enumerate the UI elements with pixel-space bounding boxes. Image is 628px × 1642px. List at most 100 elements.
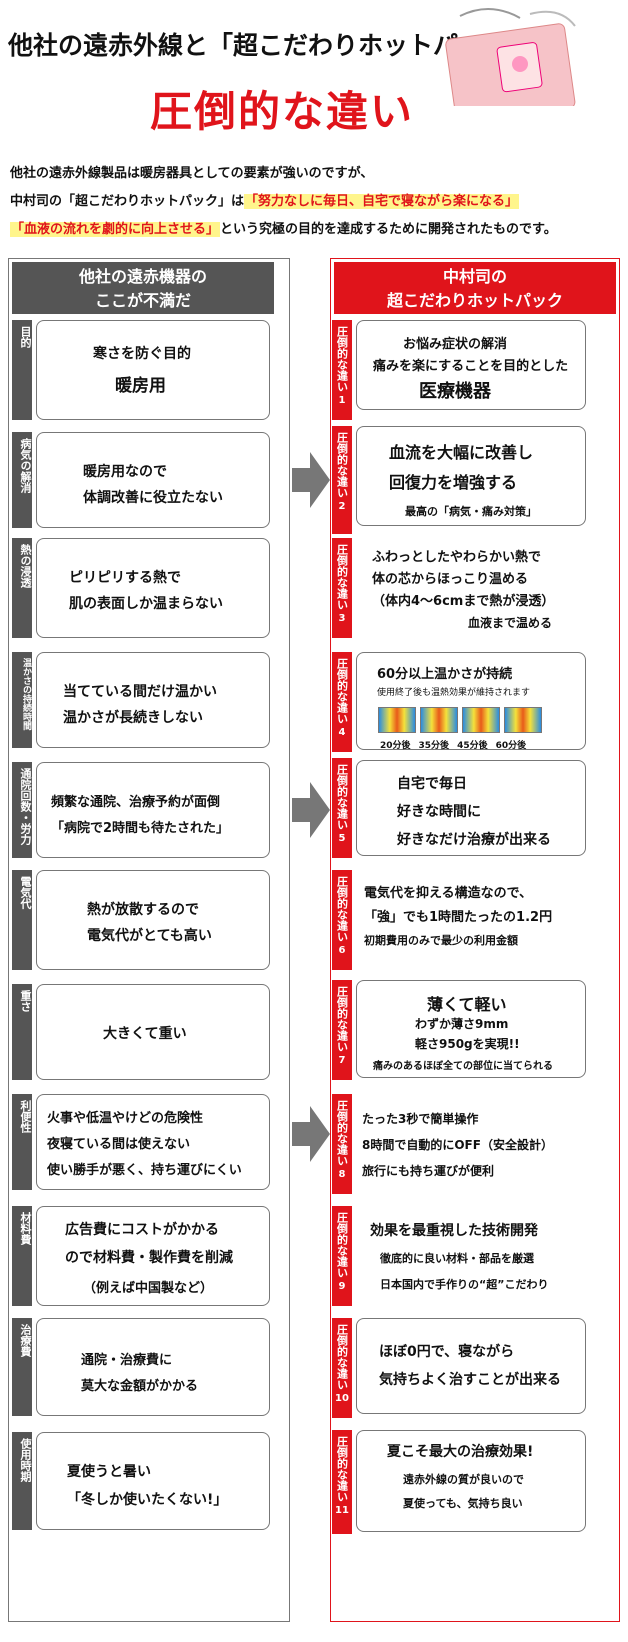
- difference-label-3: 圧倒的な違い 3: [332, 538, 352, 638]
- competitor-text: 「病院で2時間も待たされた」: [51, 821, 230, 836]
- difference-number: 3: [338, 613, 346, 624]
- difference-number: 7: [338, 1055, 346, 1066]
- hot-pack-product-image: [445, 7, 576, 106]
- hotpack-text: 電気代を抑える構造なので、: [364, 886, 533, 901]
- hotpack-header: 中村司の 超こだわりホットパック: [334, 262, 616, 314]
- intro-highlight-1: 「努力なしに毎日、自宅で寝ながら楽になる」: [244, 194, 520, 209]
- competitor-text: 頻繁な通院、治療予約が面倒: [51, 795, 221, 810]
- hotpack-text: 血液まで温める: [468, 616, 553, 630]
- difference-number: 2: [338, 501, 346, 512]
- hotpack-box-4: 60分以上温かさが持続 使用終了後も温熱効果が維持されます: [356, 652, 586, 750]
- competitor-text: 広告費にコストがかかる: [65, 1222, 219, 1238]
- thermograph-labels: 20分後 35分後 45分後 60分後: [380, 738, 526, 751]
- difference-label-text: 圧倒的な違い: [335, 326, 349, 392]
- competitor-text: 温かさが長続きしない: [63, 710, 203, 726]
- hotpack-text: 自宅で毎日: [397, 776, 467, 792]
- hotpack-text: お悩み症状の解消: [403, 337, 508, 352]
- hotpack-text: 薄くて軽い: [427, 995, 507, 1014]
- competitor-header: 他社の遠赤機器の ここが不満だ: [12, 262, 274, 314]
- competitor-text: 「冬しか使いたくない!」: [67, 1492, 228, 1508]
- competitor-header-line2: ここが不満だ: [94, 291, 191, 310]
- hotpack-text: 医療機器: [419, 381, 491, 402]
- difference-number: 4: [338, 727, 346, 738]
- hotpack-text: ふわっとしたやわらかい熱で: [372, 550, 542, 565]
- competitor-text: 大きくて重い: [103, 1026, 187, 1042]
- thermograph-strip: [378, 707, 542, 733]
- difference-label-text: 圧倒的な違い: [335, 764, 349, 830]
- hotpack-text: 痛みのあるほぼ全ての部位に当てられる: [373, 1061, 553, 1072]
- hotpack-text: わずか薄さ9mm: [415, 1017, 509, 1031]
- thermograph-image: [462, 707, 500, 733]
- competitor-text: 体調改善に役立たない: [83, 490, 223, 506]
- difference-label-text: 圧倒的な違い: [335, 544, 349, 610]
- row-label-disease: 病気の解消: [12, 432, 32, 528]
- difference-label-text: 圧倒的な違い: [335, 1436, 349, 1502]
- competitor-box-5: 頻繁な通院、治療予約が面倒 「病院で2時間も待たされた」: [36, 762, 270, 858]
- hotpack-text: 使用終了後も温熱効果が維持されます: [377, 688, 531, 698]
- intro-text: 他社の遠赤外線製品は暖房器具としての要素が強いのですが、 中村司の「超こだわりホ…: [10, 160, 557, 244]
- hotpack-text: 回復力を増強する: [389, 473, 518, 492]
- hotpack-text: （体内4〜6cmまで熱が浸透）: [372, 594, 555, 609]
- hotpack-box-10: ほぼ0円で、寝ながら 気持ちよく治すことが出来る: [356, 1318, 586, 1414]
- competitor-text: 夜寝ている間は使えない: [47, 1137, 191, 1152]
- row-label-treatment-cost: 治療費: [12, 1318, 32, 1416]
- hotpack-text: 夏使っても、気持ち良い: [403, 1497, 523, 1510]
- arrow-right-icon: [292, 782, 330, 838]
- hotpack-box-1: お悩み症状の解消 痛みを楽にすることを目的とした 医療機器: [356, 320, 586, 410]
- row-label-usage-season: 使用時期: [12, 1432, 32, 1530]
- competitor-box-7: 大きくて重い: [36, 984, 270, 1080]
- competitor-text: 莫大な金額がかかる: [81, 1379, 199, 1394]
- difference-label-text: 圧倒的な違い: [335, 1100, 349, 1166]
- competitor-text: ので材料費・製作費を削減: [65, 1250, 233, 1266]
- row-label-heat-penetration: 熱の浸透: [12, 538, 32, 638]
- competitor-text: 使い勝手が悪く、持ち運びにくい: [47, 1163, 242, 1178]
- row-label-convenience: 利便性: [12, 1094, 32, 1190]
- hotpack-text: 日本国内で手作りの“超”こだわり: [380, 1278, 549, 1291]
- competitor-box-10: 通院・治療費に 莫大な金額がかかる: [36, 1318, 270, 1416]
- difference-number: 8: [338, 1169, 346, 1180]
- competitor-text: 暖房用なので: [83, 464, 167, 480]
- row-label-electricity: 電気代: [12, 870, 32, 970]
- hotpack-text: 体の芯からほっこり温める: [372, 572, 529, 587]
- difference-label-text: 圧倒的な違い: [335, 1212, 349, 1278]
- competitor-text: ピリピリする熱で: [69, 570, 181, 586]
- hotpack-text: ほぼ0円で、寝ながら: [379, 1344, 515, 1360]
- hotpack-box-11: 夏こそ最大の治療効果! 遠赤外線の質が良いので 夏使っても、気持ち良い: [356, 1430, 586, 1532]
- difference-number: 1: [338, 395, 346, 406]
- hotpack-text: 好きなだけ治療が出来る: [397, 832, 551, 848]
- thermograph-label: 20分後: [380, 741, 411, 751]
- hotpack-text: 徹底的に良い材料・部品を厳選: [380, 1252, 534, 1265]
- hotpack-header-line2: 超こだわりホットパック: [386, 291, 563, 310]
- competitor-text: 当てている間だけ温かい: [63, 684, 217, 700]
- hotpack-text: たった3秒で簡単操作: [362, 1112, 479, 1126]
- competitor-text: 火事や低温やけどの危険性: [47, 1111, 204, 1126]
- competitor-text: 熱が放散するので: [87, 902, 199, 918]
- hotpack-text: 血流を大幅に改善し: [389, 443, 534, 462]
- thermograph-image: [378, 707, 416, 733]
- competitor-box-2: 暖房用なので 体調改善に役立たない: [36, 432, 270, 528]
- competitor-box-8: 火事や低温やけどの危険性 夜寝ている間は使えない 使い勝手が悪く、持ち運びにくい: [36, 1094, 270, 1190]
- competitor-text: 電気代がとても高い: [87, 928, 212, 944]
- intro-line-2-text: 中村司の「超こだわりホットパック」は: [10, 194, 245, 209]
- hotpack-text: 痛みを楽にすることを目的とした: [373, 359, 569, 374]
- intro-line-3-text: という究極の目的を達成するために開発されたものです。: [220, 222, 557, 237]
- difference-label-text: 圧倒的な違い: [335, 876, 349, 942]
- competitor-text: 夏使うと暑い: [67, 1464, 151, 1480]
- thermograph-image: [420, 707, 458, 733]
- row-label-weight: 重さ: [12, 984, 32, 1080]
- competitor-box-9: 広告費にコストがかかる ので材料費・製作費を削減 （例えば中国製など）: [36, 1206, 270, 1306]
- hotpack-box-7: 薄くて軽い わずか薄さ9mm 軽さ950gを実現!! 痛みのあるほぼ全ての部位に…: [356, 980, 586, 1078]
- difference-label-8: 圧倒的な違い 8: [332, 1094, 352, 1194]
- hotpack-text: 夏こそ最大の治療効果!: [387, 1444, 534, 1460]
- intro-highlight-2: 「血液の流れを劇的に向上させる」: [10, 222, 221, 237]
- competitor-text: 通院・治療費に: [81, 1353, 173, 1368]
- difference-label-text: 圧倒的な違い: [335, 1324, 349, 1390]
- competitor-text: 寒さを防ぐ目的: [93, 346, 191, 362]
- hotpack-text: 気持ちよく治すことが出来る: [379, 1372, 561, 1388]
